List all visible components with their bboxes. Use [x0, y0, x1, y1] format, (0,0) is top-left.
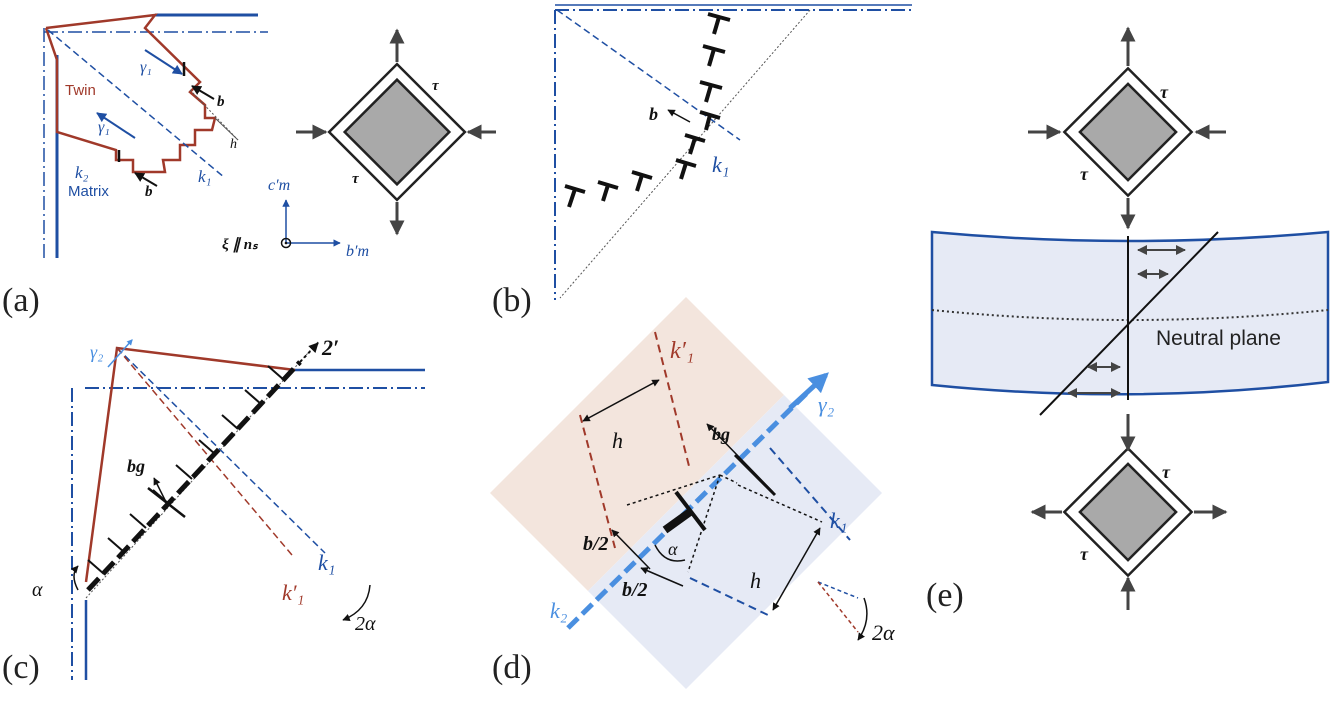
two-prime-label: 2′: [321, 335, 339, 360]
two-alpha-label-c: 2α: [355, 613, 376, 635]
panel-d: k′₁ γ₂ bg k₁ k₂ h h b/2 b/2 α 2α (d): [490, 297, 895, 689]
b-top-label: b: [217, 94, 225, 110]
xi-ns-label: ξ ∥ nₛ: [222, 237, 259, 253]
axis-b-label: b′m: [346, 243, 369, 260]
stress-element-a: [296, 28, 496, 236]
axis-c-label: c′m: [268, 177, 290, 194]
stress-element-e-top: [1028, 26, 1226, 230]
panel-a: Twin Matrix k₂ k₁ γ₁ γ₁ b b h τ τ c′m b′…: [2, 13, 496, 319]
panel-label-a: (a): [2, 282, 40, 319]
tau-e-bottom-right: τ: [1162, 462, 1171, 482]
tau-e-top-left: τ: [1080, 164, 1089, 184]
two-alpha-label-d: 2α: [872, 620, 895, 645]
panel-label-b: (b): [492, 282, 532, 319]
k2-label: k₂: [75, 163, 89, 182]
k1-label: k₁: [198, 167, 211, 186]
tau-a-bottom: τ: [352, 171, 360, 187]
bg-label-d: bg: [712, 424, 730, 444]
alpha-label-d: α: [668, 539, 678, 559]
k1-label-d: k₁: [830, 508, 847, 533]
b-half-label-1: b/2: [583, 533, 609, 555]
k2-label-d: k₂: [550, 598, 568, 623]
gamma1-top-label: γ₁: [140, 59, 152, 76]
b-bottom-label: b: [145, 184, 153, 200]
k1-label-b: k₁: [712, 152, 729, 177]
dislocation-array-b: [564, 12, 731, 208]
k1-label-c: k₁: [318, 550, 335, 575]
panel-b: b k₁ (b): [492, 4, 912, 319]
panel-label-d: (d): [492, 649, 532, 686]
h-label: h: [230, 137, 237, 152]
b-half-label-2: b/2: [622, 579, 648, 601]
h-right-label: h: [750, 568, 761, 593]
gamma2-label-c: γ₂: [90, 342, 103, 362]
bent-beam: [930, 230, 1330, 416]
stress-element-e-bottom: [1030, 414, 1228, 610]
panel-label-e: (e): [926, 577, 964, 614]
tau-e-top-right: τ: [1160, 82, 1169, 102]
bg-label-c: bg: [127, 456, 145, 476]
h-left-label: h: [612, 428, 623, 453]
b-label-b: b: [649, 104, 658, 124]
gamma2-label-d: γ₂: [818, 392, 835, 417]
neutral-plane-label: Neutral plane: [1156, 327, 1281, 350]
panel-e: τ τ Neutral plane τ τ (e): [926, 26, 1330, 614]
k1-prime-label-c: k′₁: [282, 580, 304, 605]
tau-e-bottom-left: τ: [1080, 544, 1089, 564]
dislocation-ticks-c: [87, 365, 285, 575]
twin-label: Twin: [65, 82, 96, 99]
matrix-label: Matrix: [68, 183, 109, 200]
tau-a-top: τ: [432, 78, 440, 94]
panel-label-c: (c): [2, 649, 40, 686]
panel-c: γ₂ 2′ bg k₁ k′₁ α 2α (c): [2, 335, 425, 686]
alpha-label-c: α: [32, 579, 43, 601]
gamma1-left-label: γ₁: [98, 119, 110, 136]
k1-prime-label-d: k′₁: [670, 338, 694, 364]
coordinate-axes-a: [280, 199, 341, 249]
